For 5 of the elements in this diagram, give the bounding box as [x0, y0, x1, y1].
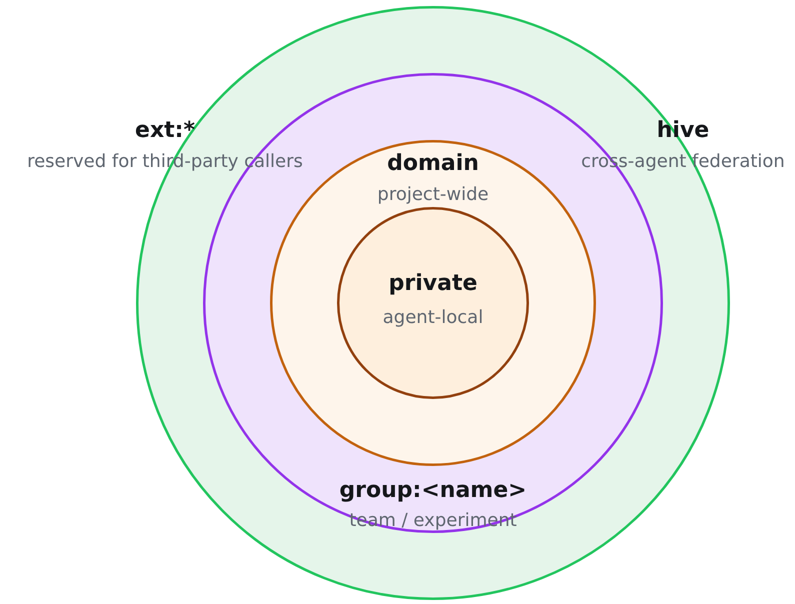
scope-label: domain [387, 151, 479, 178]
scope-description: agent-local [382, 307, 484, 329]
scope-label: group:<name> [339, 478, 527, 504]
scope-label: private [388, 271, 478, 298]
scope-description: project-wide [377, 184, 489, 206]
